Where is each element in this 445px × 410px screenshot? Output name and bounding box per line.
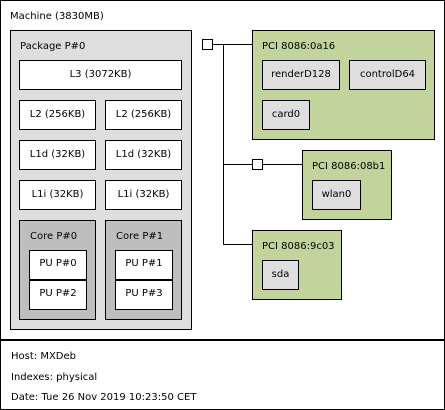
pci-bridge-icon [252, 159, 263, 170]
l2-cache: L2 (256KB) [105, 100, 182, 130]
l2-cache-label: L2 (256KB) [29, 109, 86, 120]
l1i-cache: L1i (32KB) [19, 180, 96, 210]
l2-cache-label: L2 (256KB) [115, 109, 172, 120]
l1i-cache-label: L1i (32KB) [31, 189, 84, 200]
legend-date: Date: Tue 26 Nov 2019 10:23:50 CET [11, 392, 197, 403]
pci-device-label: PCI 8086:0a16 [262, 41, 336, 52]
pu-label: PU P#3 [125, 288, 163, 299]
l1d-cache: L1d (32KB) [105, 140, 182, 170]
pu-box: PU P#1 [115, 250, 173, 280]
machine-label: Machine (3830MB) [10, 11, 104, 22]
os-device-box: controlD64 [349, 60, 426, 90]
os-device-box: card0 [262, 100, 310, 130]
l3-cache-label: L3 (3072KB) [69, 69, 132, 80]
l1d-cache-label: L1d (32KB) [29, 149, 86, 160]
legend-indexes: Indexes: physical [11, 372, 98, 383]
bus-connector-line [223, 244, 252, 245]
os-device-box: wlan0 [312, 180, 361, 210]
os-device-label: renderD128 [271, 69, 331, 80]
bus-connector-line [212, 44, 252, 45]
bus-connector-line [223, 44, 224, 244]
legend-host: Host: MXDeb [11, 351, 76, 362]
pu-box: PU P#3 [115, 280, 173, 310]
pu-label: PU P#1 [125, 258, 163, 269]
pu-label: PU P#0 [39, 258, 77, 269]
os-device-label: sda [271, 269, 290, 280]
l1d-cache-label: L1d (32KB) [115, 149, 172, 160]
l1i-cache: L1i (32KB) [105, 180, 182, 210]
core-label: Core P#0 [30, 231, 78, 242]
os-device-box: renderD128 [262, 60, 340, 90]
legend-box: Host: MXDeb Indexes: physical Date: Tue … [0, 339, 445, 410]
l3-cache: L3 (3072KB) [19, 60, 182, 90]
package-label: Package P#0 [20, 41, 86, 52]
pci-device-label: PCI 8086:9c03 [262, 241, 335, 252]
pu-box: PU P#0 [29, 250, 87, 280]
l1i-cache-label: L1i (32KB) [117, 189, 170, 200]
pci-device-label: PCI 8086:08b1 [312, 161, 386, 172]
os-device-label: card0 [271, 109, 301, 120]
l1d-cache: L1d (32KB) [19, 140, 96, 170]
core-label: Core P#1 [116, 231, 164, 242]
os-device-box: sda [262, 260, 299, 290]
l2-cache: L2 (256KB) [19, 100, 96, 130]
os-device-label: wlan0 [321, 189, 352, 200]
pu-label: PU P#2 [39, 288, 77, 299]
pu-box: PU P#2 [29, 280, 87, 310]
host-bridge-icon [202, 39, 213, 50]
os-device-label: controlD64 [359, 69, 416, 80]
